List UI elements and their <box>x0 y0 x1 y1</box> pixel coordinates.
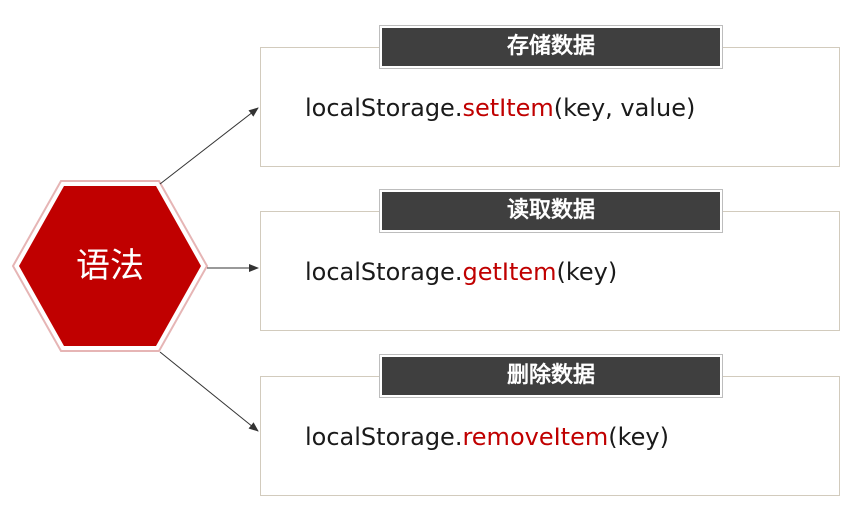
code-prefix: localStorage. <box>305 423 463 451</box>
code-line-get: localStorage.getItem(key) <box>305 258 617 286</box>
store-data-tag: 存储数据 <box>380 26 722 68</box>
read-data-tag: 读取数据 <box>380 190 722 232</box>
delete-data-box: localStorage.removeItem(key) <box>260 376 840 496</box>
code-args: (key) <box>608 423 669 451</box>
code-args: (key, value) <box>553 94 696 122</box>
code-args: (key) <box>556 258 618 286</box>
arrow-to-set <box>159 107 259 185</box>
method-name: setItem <box>462 94 554 122</box>
hexagon <box>19 186 201 346</box>
code-line-remove: localStorage.removeItem(key) <box>305 423 669 451</box>
code-prefix: localStorage. <box>305 258 463 286</box>
syntax-label: 语法 <box>76 246 144 286</box>
delete-data-tag: 删除数据 <box>380 355 722 397</box>
method-name: getItem <box>462 258 557 286</box>
code-prefix: localStorage. <box>305 94 463 122</box>
method-name: removeItem <box>462 423 609 451</box>
code-line-set: localStorage.setItem(key, value) <box>305 94 695 122</box>
arrow-to-remove <box>159 351 259 432</box>
